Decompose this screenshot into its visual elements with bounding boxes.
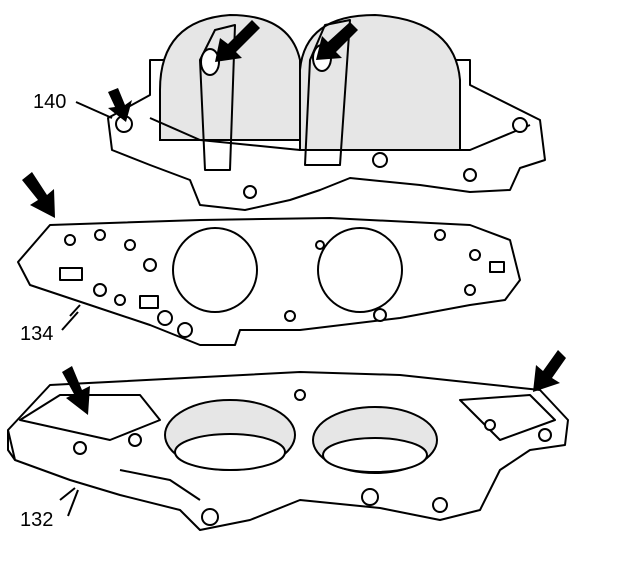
- label-134: 134: [20, 323, 53, 345]
- label-140: 140: [33, 91, 66, 113]
- arrow-icon: [62, 366, 90, 415]
- arrow-icon: [108, 88, 132, 122]
- arrow-icon: [533, 350, 566, 392]
- upper-housing-140: [107, 13, 546, 211]
- lower-plate-132: [7, 371, 569, 531]
- label-132: 132: [20, 509, 53, 531]
- arrow-icon: [316, 22, 358, 60]
- arrow-icon: [215, 20, 260, 62]
- indicator-arrows: [22, 20, 566, 415]
- gasket-134: [17, 217, 521, 346]
- arrow-icon: [22, 172, 55, 218]
- leader-line-134: [61, 311, 79, 331]
- leader-line-132: [67, 489, 79, 517]
- leader-line-140: [75, 101, 113, 119]
